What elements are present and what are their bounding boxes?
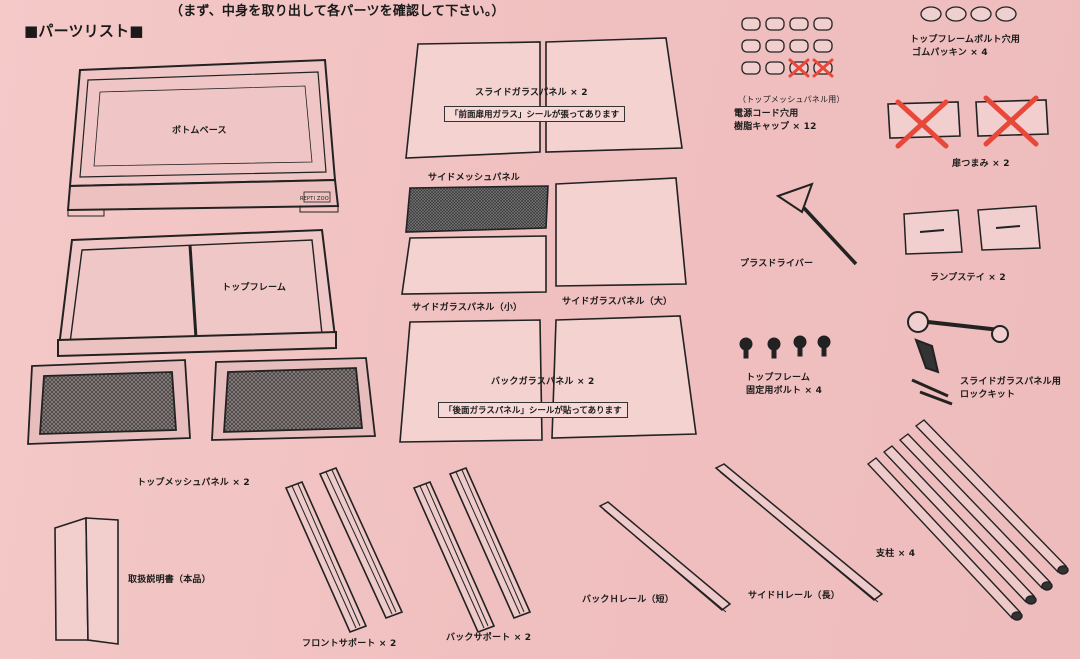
slide-glass-panel-illustration bbox=[405, 37, 683, 159]
manual-illustration bbox=[54, 516, 119, 645]
top-mesh-panel-illustration bbox=[27, 357, 377, 445]
front-support-illustration bbox=[284, 466, 404, 634]
top-frame-illustration bbox=[56, 228, 338, 358]
gasket-label-line2: ゴムパッキン × 4 bbox=[912, 48, 988, 58]
lamp-stay-illustration bbox=[903, 205, 1041, 255]
manual-label: 取扱説明書（本品） bbox=[128, 575, 211, 585]
bolt-illustration bbox=[739, 335, 831, 359]
lock-kit-label-line1: スライドガラスパネル用 bbox=[960, 377, 1062, 387]
driver-label: プラスドライバー bbox=[740, 259, 814, 269]
side-mesh-panel-label: サイドメッシュパネル bbox=[428, 173, 521, 183]
back-h-rail-label: バックＨレール（短） bbox=[582, 595, 675, 605]
bottom-base-illustration bbox=[66, 58, 340, 217]
slide-glass-panel-label: スライドガラスパネル × 2 bbox=[475, 88, 588, 98]
lock-kit-label-line2: ロックキット bbox=[960, 390, 1016, 400]
parts-list-title: ■パーツリスト■ bbox=[24, 22, 144, 40]
bolt-label-line1: トップフレーム bbox=[746, 373, 811, 383]
slide-glass-seal-note: 「前面扉用ガラス」シールが張ってあります bbox=[444, 106, 626, 122]
door-knob-cross-marks bbox=[895, 95, 1039, 149]
lock-kit-illustration bbox=[907, 311, 1009, 406]
top-mesh-panel-label: トップメッシュパネル × 2 bbox=[137, 478, 250, 488]
back-glass-seal-note: 「後面ガラスパネル」シールが貼ってあります bbox=[438, 402, 628, 418]
back-glass-panel-label: バックガラスパネル × 2 bbox=[491, 377, 595, 387]
instruction-text: （まず、中身を取り出して各パーツを確認して下さい。） bbox=[170, 4, 505, 19]
bolt-label-line2: 固定用ボルト × 4 bbox=[746, 386, 823, 396]
bottom-base-label: ボトムベース bbox=[172, 126, 227, 136]
screwdriver-illustration bbox=[775, 182, 858, 266]
brand-logo-mark: REPTI ZOO bbox=[300, 196, 329, 202]
rubber-gasket-illustration bbox=[920, 6, 1017, 22]
cap-note-label: （トップメッシュパネル用） bbox=[738, 95, 845, 104]
posts-label: 支柱 × 4 bbox=[876, 549, 916, 559]
back-support-illustration bbox=[412, 466, 532, 634]
posts-illustration bbox=[866, 419, 1069, 621]
h-rail-illustration bbox=[598, 463, 884, 613]
side-glass-large-label: サイドガラスパネル（大） bbox=[562, 297, 673, 307]
back-support-label: バックサポート × 2 bbox=[446, 633, 532, 643]
top-frame-label: トップフレーム bbox=[222, 283, 287, 293]
side-h-rail-label: サイドＨレール（長） bbox=[748, 591, 841, 601]
door-knob-label: 扉つまみ × 2 bbox=[952, 159, 1010, 169]
cap-cross-marks bbox=[788, 58, 834, 78]
side-panels-illustration bbox=[401, 177, 687, 295]
cap-label-line2: 樹脂キャップ × 12 bbox=[734, 122, 817, 132]
front-support-label: フロントサポート × 2 bbox=[302, 639, 397, 649]
cap-label-line1: 電源コード穴用 bbox=[734, 109, 799, 119]
lamp-stay-label: ランプステイ × 2 bbox=[930, 273, 1006, 283]
side-glass-small-label: サイドガラスパネル（小） bbox=[412, 303, 523, 313]
gasket-label-line1: トップフレームボルト穴用 bbox=[910, 35, 1021, 45]
